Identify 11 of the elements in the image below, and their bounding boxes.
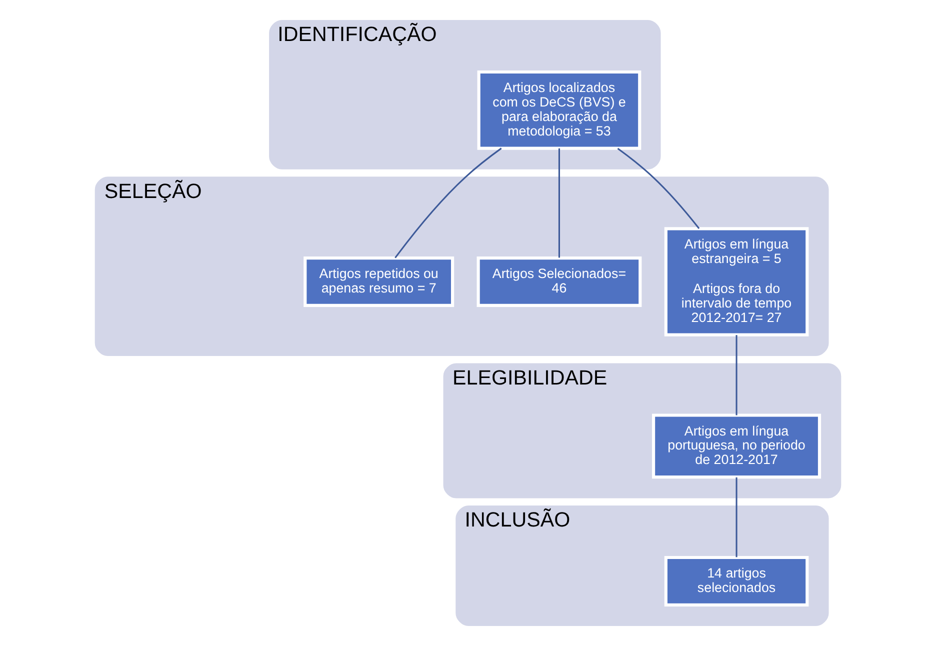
- node-box: Artigos repetidos ou apenas resumo = 7: [304, 256, 454, 308]
- node-box: 14 artigos selecionados: [664, 556, 809, 606]
- node-box: Artigos localizados com os DeCS (BVS) e para elaboração da metodologia = 53: [477, 70, 642, 150]
- connector: [736, 477, 738, 558]
- node-box: Artigos Selecionados= 46: [476, 256, 642, 308]
- node-box: Artigos em língua estrangeira = 5 Artigos fora do intervalo de tempo 2012-2017= 27: [664, 227, 809, 336]
- connector: [394, 148, 502, 258]
- connector: [617, 148, 700, 229]
- connector: [736, 335, 738, 416]
- connector: [558, 148, 560, 258]
- node-box: Artigos em língua portuguesa, no periodo de 2012-2017: [652, 414, 822, 479]
